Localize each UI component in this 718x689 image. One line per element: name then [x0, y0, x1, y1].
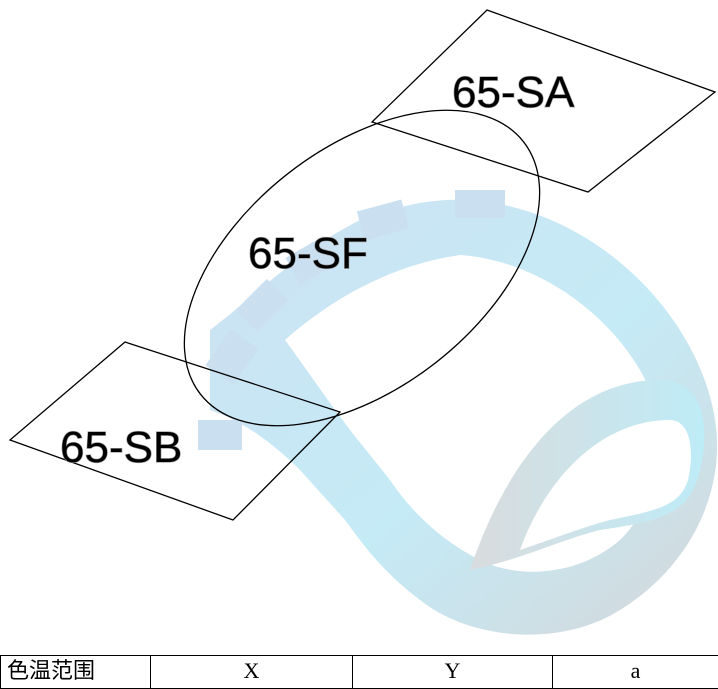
table-header-color-temp-range: 色温范围	[1, 656, 151, 689]
region-65-sa-label: 65-SA	[452, 68, 575, 117]
region-65-sa: 65-SA	[372, 10, 715, 192]
color-temperature-table: 色温范围 X Y a	[0, 655, 718, 689]
table-header-a: a	[553, 656, 718, 689]
region-65-sf-label: 65-SF	[248, 229, 368, 278]
table-header-x: X	[151, 656, 353, 689]
color-temperature-region-diagram: 65-SA 65-SF 65-SB	[0, 0, 718, 655]
table-header-y: Y	[353, 656, 553, 689]
region-65-sb-label: 65-SB	[60, 423, 182, 472]
table-header-row: 色温范围 X Y a	[1, 656, 718, 689]
